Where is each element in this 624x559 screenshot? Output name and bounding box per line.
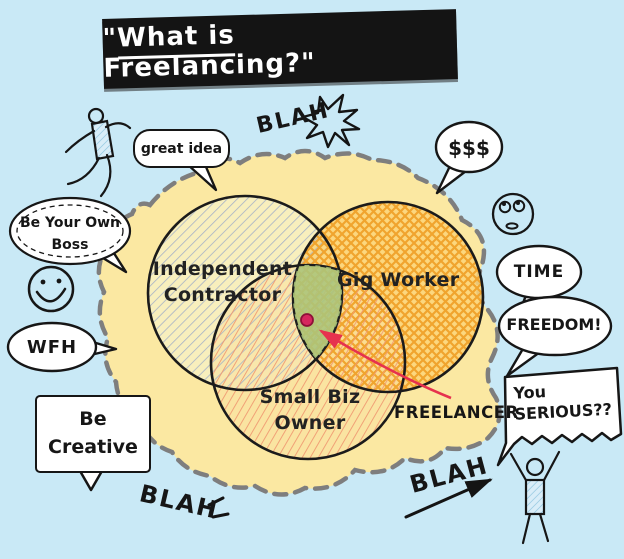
venn-diagram — [146, 194, 485, 461]
title-open-quote: " — [102, 23, 118, 54]
sbo-hatch — [211, 265, 405, 459]
speech-bubble-be-creative: Be Creative — [35, 395, 151, 473]
smiley-face-icon — [27, 265, 75, 313]
speech-bubble-wfh — [6, 321, 118, 373]
burst-star-icon — [301, 93, 361, 149]
speech-bubble-great-idea: great idea — [133, 129, 230, 168]
blah-left-emphasis-dashes — [207, 496, 230, 519]
page-title: "What is Freelancing?" — [102, 14, 458, 84]
cheering-figure-icon — [509, 450, 561, 545]
speech-bubble-be-your-own-boss — [8, 196, 132, 274]
speech-bubble-you-serious — [496, 366, 623, 467]
freelancer-arrow — [318, 329, 452, 400]
running-figure-icon — [64, 107, 132, 198]
title-banner: "What is Freelancing?" — [102, 9, 458, 89]
eye-roll-face-icon — [491, 192, 535, 236]
speech-bubble-money — [434, 120, 504, 195]
blah-right-underline-arrow — [404, 478, 493, 519]
freelancer-dot — [300, 313, 314, 327]
speech-bubble-freedom — [497, 295, 613, 378]
title-rest: Freelancing?" — [103, 48, 317, 84]
